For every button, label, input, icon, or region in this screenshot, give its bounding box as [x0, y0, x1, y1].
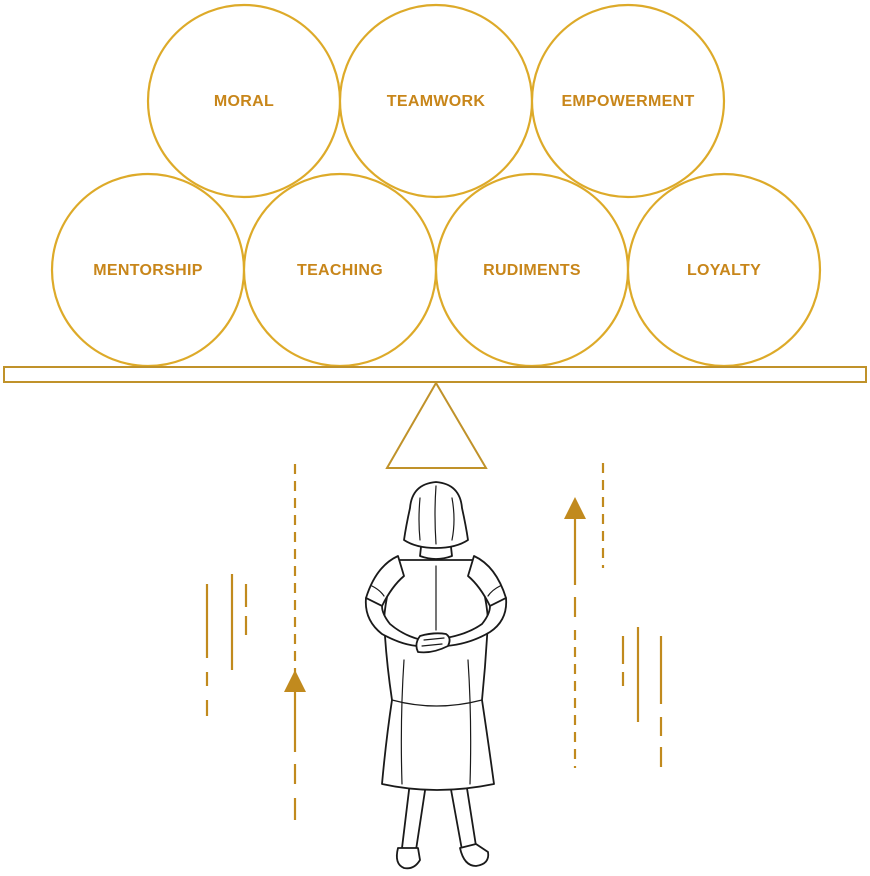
value-label: RUDIMENTS: [483, 262, 581, 279]
arrow-up-icon: [284, 670, 306, 692]
value-circle-mentorship: MENTORSHIP: [50, 172, 246, 368]
value-circle-empowerment: EMPOWERMENT: [530, 3, 726, 199]
value-circle-loyalty: LOYALTY: [626, 172, 822, 368]
balance-beam: [3, 366, 867, 383]
value-label: MORAL: [214, 93, 274, 110]
bottom-row: MENTORSHIP TEACHING RUDIMENTS LOYALTY: [50, 172, 822, 368]
value-circle-teamwork: TEAMWORK: [338, 3, 534, 199]
top-row: MORAL TEAMWORK EMPOWERMENT: [146, 3, 726, 199]
fulcrum-triangle: [385, 381, 488, 469]
motion-lines-left: [205, 464, 306, 820]
motion-lines-right: [564, 463, 663, 768]
value-label: MENTORSHIP: [93, 262, 202, 279]
value-label: TEACHING: [297, 262, 383, 279]
value-label: EMPOWERMENT: [561, 93, 694, 110]
value-circle-rudiments: RUDIMENTS: [434, 172, 630, 368]
value-circle-teaching: TEACHING: [242, 172, 438, 368]
woman-figure: [364, 481, 508, 870]
value-label: LOYALTY: [687, 262, 761, 279]
value-label: TEAMWORK: [387, 93, 486, 110]
value-circle-moral: MORAL: [146, 3, 342, 199]
arrow-up-icon: [564, 497, 586, 519]
